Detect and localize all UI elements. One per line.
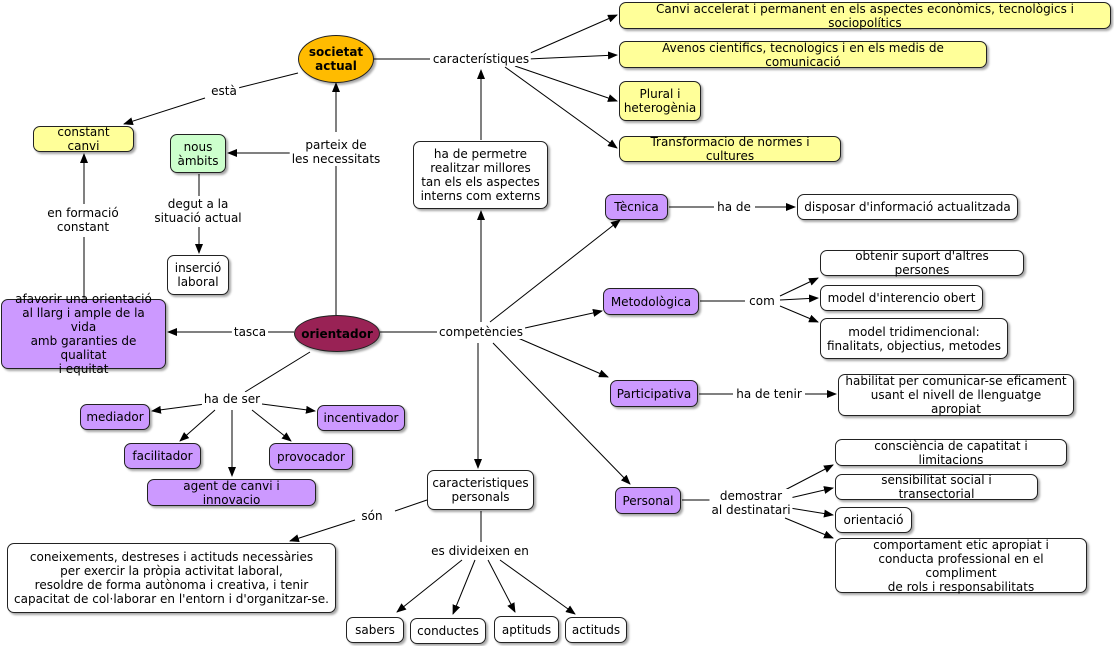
link-com: com — [747, 294, 777, 308]
node-ha-de-permetre[interactable]: ha de permetre realitzar millores tan el… — [413, 141, 548, 209]
node-comportament[interactable]: comportament etic apropiat i conducta pr… — [835, 538, 1087, 594]
node-obtenir-suport[interactable]: obtenir suport d'altres persones — [820, 249, 1024, 277]
node-model-interencio[interactable]: model d'interencio obert — [820, 285, 983, 311]
node-aptituds[interactable]: aptituds — [494, 616, 559, 643]
node-avenos[interactable]: Avenos cientifics, tecnologics i en els … — [619, 41, 987, 69]
link-demostrar: demostrar al destinatari — [709, 489, 793, 517]
node-personal[interactable]: Personal — [615, 487, 681, 514]
node-canvi-accelerat[interactable]: Canvi accelerat i permanent en els aspec… — [619, 2, 1111, 30]
node-incentivador[interactable]: incentivador — [317, 405, 405, 431]
node-caracteristiques-personals[interactable]: caracteristiques personals — [427, 470, 534, 510]
link-parteix: parteix de les necessitats — [289, 138, 383, 166]
node-transformacio[interactable]: Transformacio de normes i cultures — [619, 135, 841, 163]
node-provocador[interactable]: provocador — [269, 443, 353, 470]
node-sabers[interactable]: sabers — [346, 617, 404, 643]
node-orientacio[interactable]: orientació — [835, 507, 912, 533]
link-competencies: competències — [437, 325, 525, 339]
node-tecnica[interactable]: Tècnica — [605, 194, 668, 220]
link-son: són — [359, 509, 385, 523]
node-insercio-laboral[interactable]: inserció laboral — [167, 255, 229, 295]
node-participativa[interactable]: Participativa — [610, 380, 698, 407]
node-sensibilitat[interactable]: sensibilitat social i transectorial — [835, 473, 1038, 501]
node-model-tridimencional[interactable]: model tridimencional: finalitats, object… — [820, 318, 1008, 359]
node-conductes[interactable]: conductes — [410, 618, 486, 644]
node-constant-canvi[interactable]: constant canvi — [33, 125, 134, 153]
link-tasca: tasca — [231, 325, 269, 339]
node-plural[interactable]: Plural i heterogènia — [619, 81, 701, 121]
node-nous-ambits[interactable]: nous àmbits — [170, 134, 226, 173]
link-ha-de-tenir: ha de tenir — [734, 387, 804, 401]
node-mediador[interactable]: mediador — [80, 404, 150, 430]
node-consciencia[interactable]: consciència de capatitat i limitacions — [835, 439, 1067, 467]
node-metodologica[interactable]: Metodològica — [603, 288, 699, 315]
node-disposar[interactable]: disposar d'informació actualitzada — [797, 194, 1018, 220]
link-ha-de-ser: ha de ser — [201, 392, 263, 406]
node-facilitador[interactable]: facilitador — [124, 443, 201, 469]
link-ha-de: ha de — [715, 200, 753, 214]
link-esta: està — [209, 84, 239, 98]
link-caracteristiques: característiques — [430, 52, 532, 66]
node-societat-actual[interactable]: societat actual — [298, 35, 374, 83]
node-afavorir[interactable]: afavorir una orientació al llarg i ample… — [1, 292, 166, 376]
node-habilitat[interactable]: habilitat per comunicar-se eficament usa… — [838, 374, 1074, 416]
link-es-divideixen: es divideixen en — [429, 544, 531, 558]
node-coneixements[interactable]: coneixements, destreses i actituds neces… — [7, 543, 336, 613]
node-orientador[interactable]: orientador — [294, 315, 380, 352]
link-degut: degut a la situació actual — [152, 197, 244, 225]
node-agent-canvi[interactable]: agent de canvi i innovacio — [147, 479, 316, 507]
node-actituds[interactable]: actituds — [565, 617, 627, 643]
link-en-formacio: en formació constant — [45, 206, 121, 234]
